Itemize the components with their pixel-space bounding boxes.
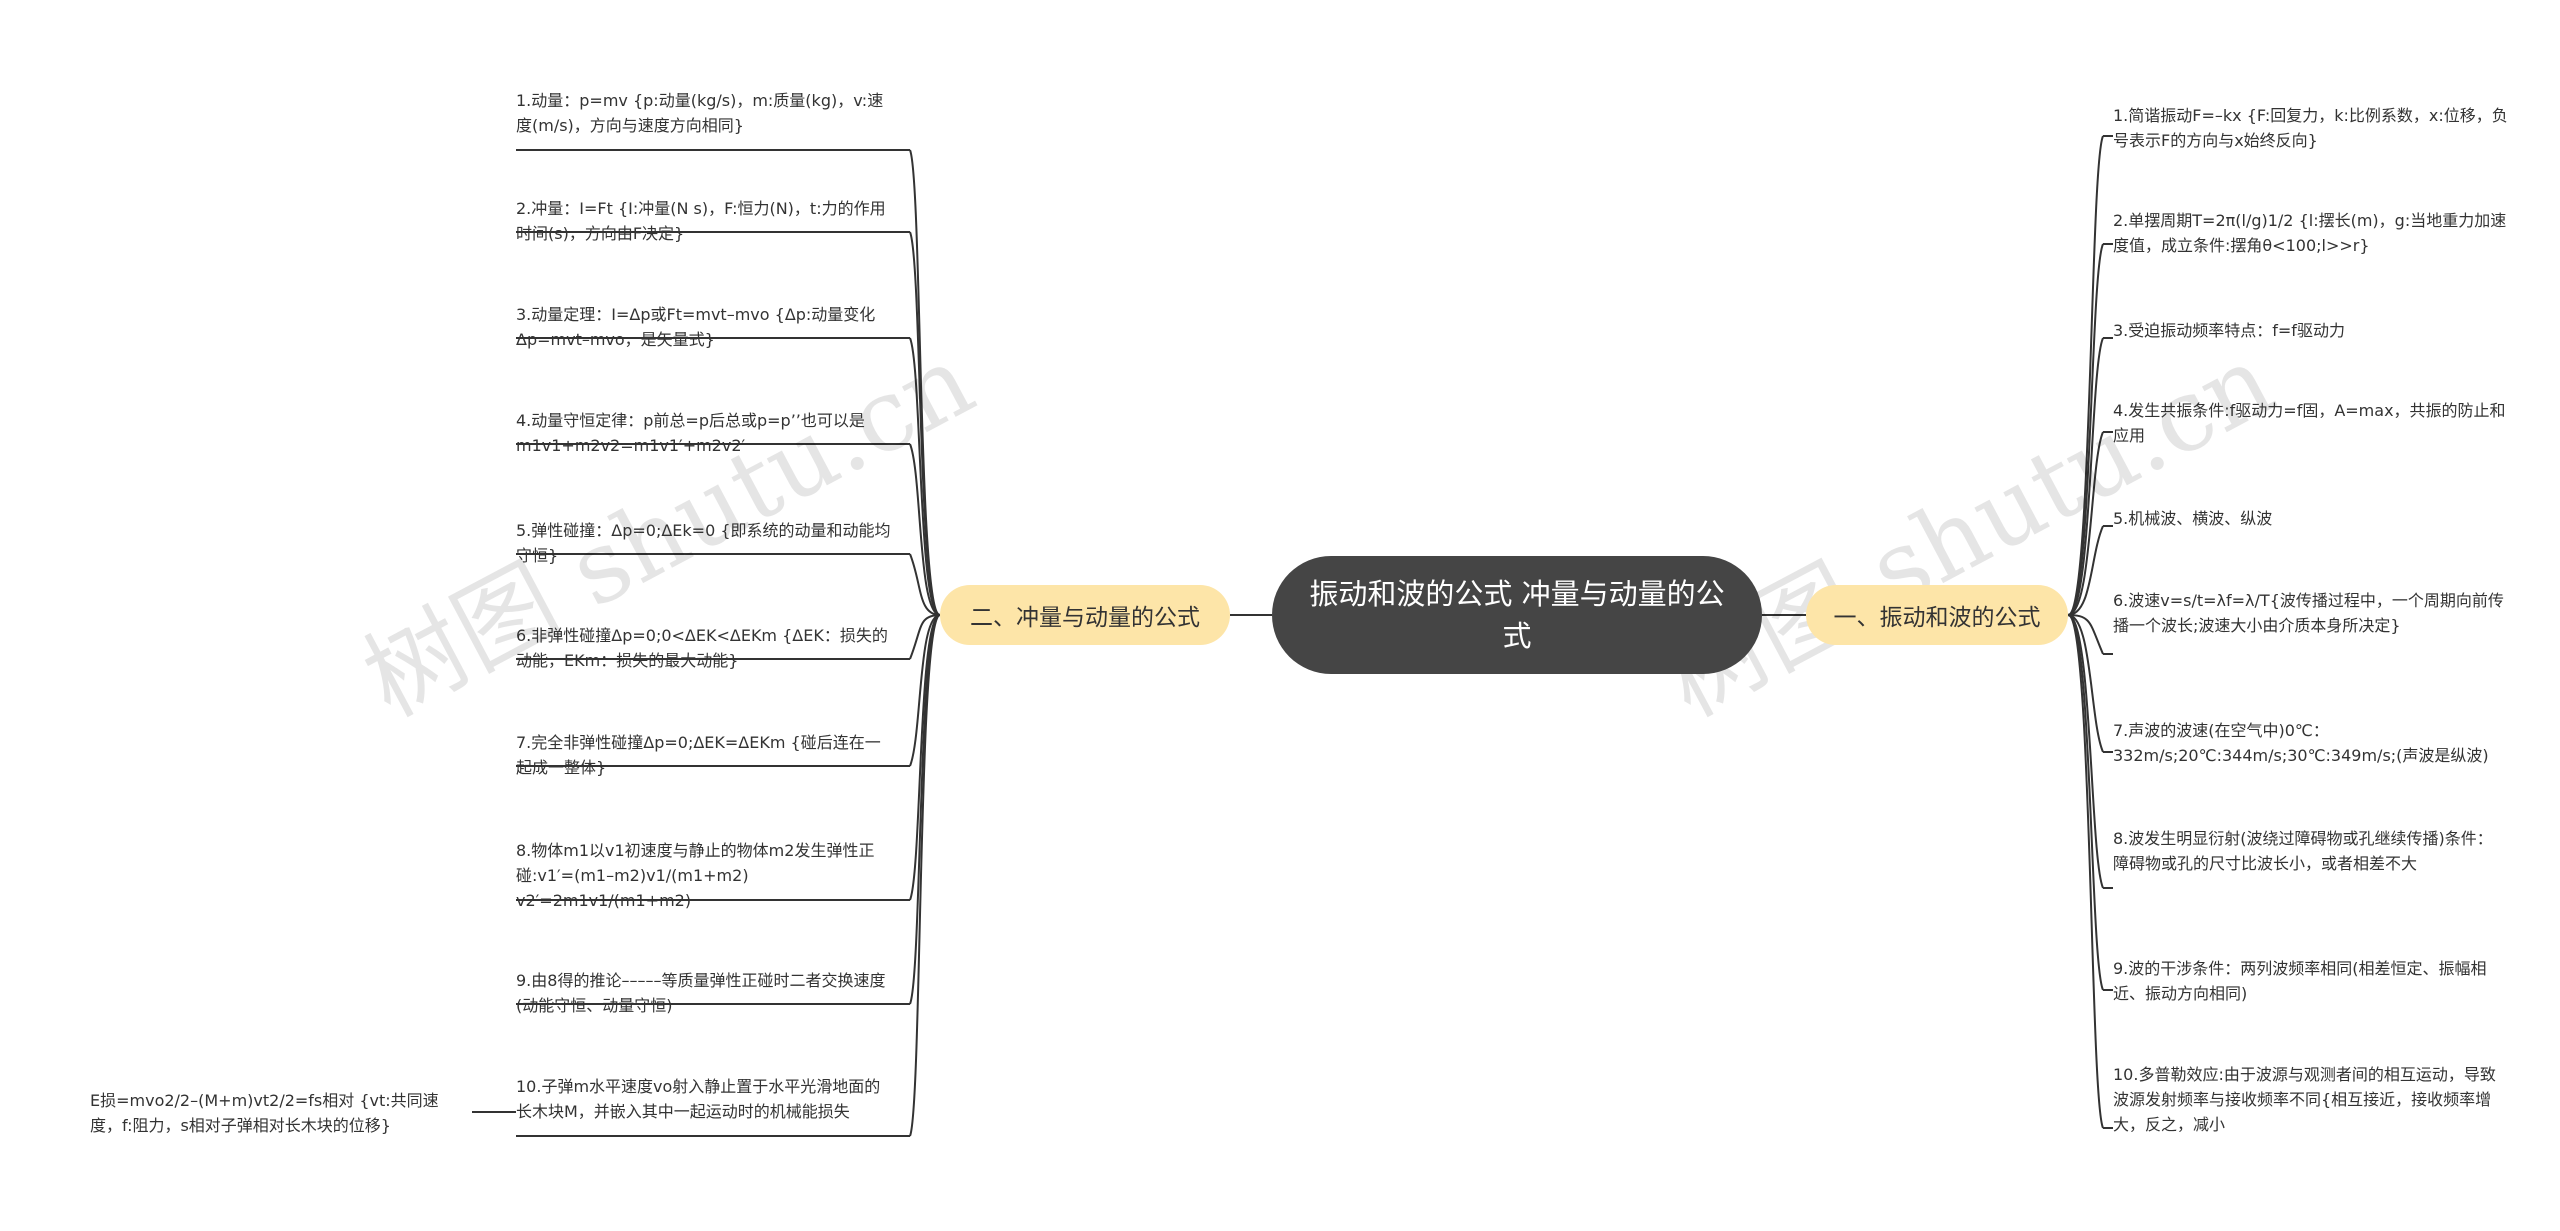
left-leaf-connector-6 bbox=[909, 614, 941, 660]
right-leaf-8[interactable]: 8.波发生明显衍射(波绕过障碍物或孔继续传播)条件：障碍物或孔的尺寸比波长小，或… bbox=[2113, 829, 2493, 873]
left-leaf-connector-3 bbox=[909, 337, 941, 616]
branch-label: 一、振动和波的公式 bbox=[1833, 605, 2041, 631]
left-leaf-connector-5 bbox=[909, 553, 941, 616]
right-leaf-connector-5 bbox=[2067, 525, 2104, 616]
left-leaf-3[interactable]: 3.动量定理：I=Δp或Ft=mvt–mvo {Δp:动量变化Δp=mvt–mv… bbox=[516, 305, 876, 349]
right-leaf-5[interactable]: 5.机械波、横波、纵波 bbox=[2113, 509, 2273, 528]
right-leaf-connector-9 bbox=[2067, 614, 2104, 991]
left-leaf-10[interactable]: 10.子弹m水平速度vo射入静止置于水平光滑地面的长木块M，并嵌入其中一起运动时… bbox=[516, 1077, 881, 1121]
right-leaf-4[interactable]: 4.发生共振条件:f驱动力=f固，A=max，共振的防止和应用 bbox=[2113, 401, 2506, 445]
right-leaf-connector-4 bbox=[2067, 431, 2104, 616]
right-leaf-connector-8 bbox=[2067, 614, 2104, 889]
left-leaf-connector-10 bbox=[909, 614, 941, 1137]
left-leaf-connector-8 bbox=[909, 614, 941, 901]
right-leaf-2[interactable]: 2.单摆周期T=2π(l/g)1/2 {l:摆长(m)，g:当地重力加速度值，成… bbox=[2113, 211, 2507, 255]
right-leaf-9[interactable]: 9.波的干涉条件：两列波频率相同(相差恒定、振幅相近、振动方向相同) bbox=[2113, 959, 2487, 1003]
right-leaf-1[interactable]: 1.简谐振动F=–kx {F:回复力，k:比例系数，x:位移，负号表示F的方向与… bbox=[2113, 106, 2508, 150]
left-leaf-connector-4 bbox=[909, 443, 941, 616]
right-leaf-6[interactable]: 6.波速v=s/t=λf=λ/T{波传播过程中，一个周期向前传播一个波长;波速大… bbox=[2113, 591, 2504, 635]
branch-label: 二、冲量与动量的公式 bbox=[970, 605, 1200, 631]
right-leaf-connector-6 bbox=[2067, 614, 2104, 655]
right-leaf-connector-10 bbox=[2067, 614, 2104, 1129]
left-leaf-9[interactable]: 9.由8得的推论–––––等质量弹性正碰时二者交换速度(动能守恒、动量守恒) bbox=[516, 971, 886, 1015]
left-leaf-4[interactable]: 4.动量守恒定律：p前总=p后总或p=p’’也可以是m1v1+m2v2=m1v1… bbox=[516, 411, 865, 455]
left-leaf-1[interactable]: 1.动量：p=mv {p:动量(kg/s)，m:质量(kg)，v:速度(m/s)… bbox=[516, 91, 884, 135]
right-leaf-connector-1 bbox=[2067, 135, 2104, 616]
central-topic[interactable]: 振动和波的公式 冲量与动量的公式 bbox=[1272, 556, 1762, 674]
left-leaf-connector-2 bbox=[909, 231, 941, 616]
left-leaf-2[interactable]: 2.冲量：I=Ft {I:冲量(N s)，F:恒力(N)，t:力的作用时间(s)… bbox=[516, 199, 886, 243]
branch-vibration-wave-formulas[interactable]: 一、振动和波的公式 bbox=[1806, 585, 2068, 645]
branch-momentum-formulas[interactable]: 二、冲量与动量的公式 bbox=[940, 585, 1230, 645]
left-leaf-8[interactable]: 8.物体m1以v1初速度与静止的物体m2发生弹性正碰:v1′=(m1–m2)v1… bbox=[516, 841, 875, 910]
left-leaf-6[interactable]: 6.非弹性碰撞Δp=0;0<ΔEK<ΔEKm {ΔEK：损失的动能，EKm：损失… bbox=[516, 626, 888, 670]
right-leaf-connector-7 bbox=[2067, 614, 2104, 753]
right-leaf-10[interactable]: 10.多普勒效应:由于波源与观测者间的相互运动，导致波源发射频率与接收频率不同{… bbox=[2113, 1065, 2496, 1134]
right-leaf-connector-3 bbox=[2067, 337, 2104, 616]
right-leaf-3[interactable]: 3.受迫振动频率特点：f=f驱动力 bbox=[2113, 321, 2345, 340]
right-leaf-7[interactable]: 7.声波的波速(在空气中)0℃：332m/s;20℃:344m/s;30℃:34… bbox=[2113, 721, 2489, 765]
left-leaf-7[interactable]: 7.完全非弹性碰撞Δp=0;ΔEK=ΔEKm {碰后连在一起成一整体} bbox=[516, 733, 881, 777]
left-leaf-10-sub[interactable]: E损=mvo2/2–(M+m)vt2/2=fs相对 {vt:共同速度，f:阻力，… bbox=[90, 1091, 439, 1135]
left-leaf-connector-7 bbox=[909, 614, 941, 767]
right-leaf-connector-2 bbox=[2067, 243, 2104, 616]
central-topic-label: 振动和波的公式 冲量与动量的公式 bbox=[1309, 577, 1725, 653]
left-leaf-connector-9 bbox=[909, 614, 941, 1005]
left-leaf-5[interactable]: 5.弹性碰撞：Δp=0;ΔEk=0 {即系统的动量和动能均守恒} bbox=[516, 521, 891, 565]
